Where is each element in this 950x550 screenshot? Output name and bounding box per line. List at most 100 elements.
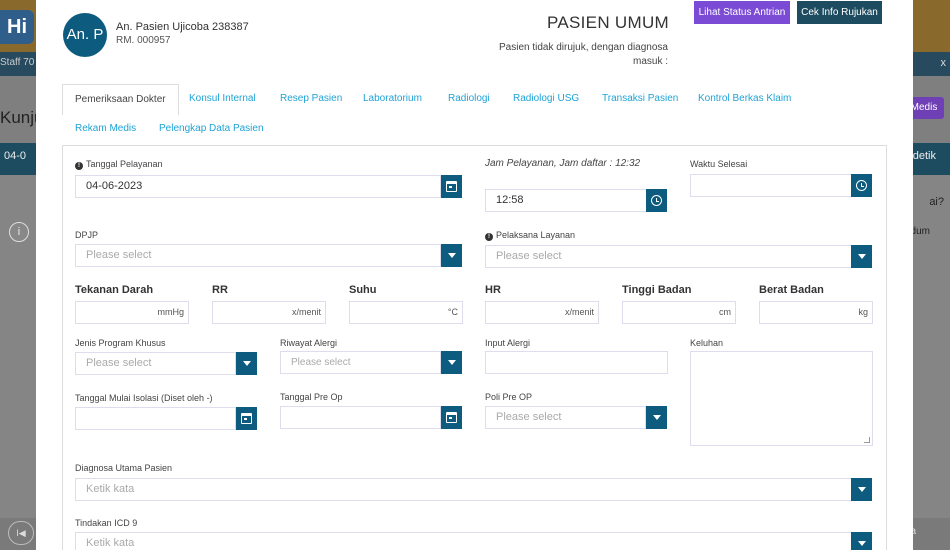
tab-transaksi-pasien[interactable]: Transaksi Pasien: [602, 93, 679, 104]
info-icon: !: [485, 233, 493, 241]
riwayat-alergi-placeholder: Please select: [291, 357, 351, 368]
jenis-program-placeholder: Please select: [86, 357, 152, 369]
jenis-program-label: Jenis Program Khusus: [75, 338, 166, 348]
info-icon: !: [75, 162, 83, 170]
tanggal-pelayanan-label-text: Tanggal Pelayanan: [86, 159, 163, 169]
background-footer-text: a: [910, 526, 916, 537]
tab-radiologi-usg[interactable]: Radiologi USG: [513, 93, 580, 104]
background-text-2: dum: [910, 226, 930, 237]
jam-pelayanan-label: Jam Pelayanan, Jam daftar : 12:32: [485, 158, 641, 169]
patient-name: An. Pasien Ujicoba 238387: [116, 21, 249, 33]
poli-pre-op-placeholder: Please select: [496, 411, 562, 423]
tanggal-isolasi-label: Tanggal Mulai Isolasi (Diset oleh -): [75, 393, 213, 403]
chevron-down-icon[interactable]: [236, 352, 257, 375]
chevron-down-icon[interactable]: [851, 532, 872, 550]
waktu-selesai-input[interactable]: [690, 174, 852, 197]
app-logo: Hi: [0, 10, 34, 44]
tindakan-placeholder: Ketik kata: [86, 537, 135, 549]
info-rujukan-button[interactable]: Cek Info Rujukan: [797, 1, 882, 24]
tindakan-label: Tindakan ICD 9: [75, 518, 138, 528]
poli-pre-op-select[interactable]: Please select: [485, 406, 646, 429]
tab-radiologi[interactable]: Radiologi: [448, 93, 490, 104]
diagnosa-label: Diagnosa Utama Pasien: [75, 463, 173, 473]
jam-pelayanan-value: 12:58: [496, 194, 524, 206]
patient-note: Pasien tidak dirujuk, dengan diagnosa ma…: [498, 42, 668, 67]
tinggi-badan-label: Tinggi Badan: [622, 284, 692, 296]
dpjp-label: DPJP: [75, 230, 99, 240]
suhu-label: Suhu: [349, 284, 377, 296]
pelaksana-select[interactable]: Please select: [485, 245, 852, 268]
clock-icon[interactable]: [646, 189, 667, 212]
resize-handle[interactable]: [864, 437, 870, 443]
berat-badan-unit: kg: [858, 307, 868, 317]
hr-unit: x/menit: [564, 307, 594, 317]
tekanan-darah-input[interactable]: mmHg: [75, 301, 189, 324]
patient-rm: RM. 000957: [116, 35, 171, 46]
chevron-down-icon[interactable]: [851, 245, 872, 268]
waktu-selesai-label: Waktu Selesai: [690, 159, 748, 169]
tab-kontrol-berkas-klaim[interactable]: Kontrol Berkas Klaim: [698, 93, 792, 104]
keluhan-textarea[interactable]: [690, 351, 873, 446]
rr-label: RR: [212, 284, 228, 296]
background-detik: detik: [912, 150, 936, 162]
input-alergi-label: Input Alergi: [485, 338, 531, 348]
berat-badan-label: Berat Badan: [759, 284, 824, 296]
pagination-first-button: I◀: [8, 521, 34, 545]
avatar: An. P: [63, 13, 107, 57]
keluhan-label: Keluhan: [690, 338, 724, 348]
diagnosa-input[interactable]: Ketik kata: [75, 478, 852, 501]
medis-button: Medis: [904, 97, 944, 119]
info-icon: i: [9, 222, 29, 242]
background-date: 04-0: [4, 150, 27, 162]
tinggi-badan-input[interactable]: cm: [622, 301, 736, 324]
tanggal-pelayanan-input[interactable]: 04-06-2023: [75, 175, 441, 198]
hr-input[interactable]: x/menit: [485, 301, 599, 324]
tab-rekam-medis[interactable]: Rekam Medis: [75, 123, 137, 134]
suhu-unit: °C: [447, 307, 458, 317]
tanggal-pelayanan-label: !Tanggal Pelayanan: [75, 159, 163, 170]
calendar-icon[interactable]: [441, 175, 462, 198]
chevron-down-icon[interactable]: [441, 351, 462, 374]
clock-icon[interactable]: [851, 174, 872, 197]
input-alergi-field[interactable]: [485, 351, 668, 374]
riwayat-alergi-select[interactable]: Please select: [280, 351, 441, 374]
tanggal-isolasi-input[interactable]: [75, 407, 236, 430]
chevron-down-icon[interactable]: [646, 406, 667, 429]
pelaksana-placeholder: Please select: [496, 250, 562, 262]
patient-type: PASIEN UMUM: [547, 13, 669, 32]
form-panel: !Tanggal Pelayanan 04-06-2023 Jam Pelaya…: [62, 145, 887, 550]
rr-input[interactable]: x/menit: [212, 301, 326, 324]
riwayat-alergi-label: Riwayat Alergi: [280, 338, 338, 348]
tekanan-darah-unit: mmHg: [157, 307, 185, 317]
dpjp-select[interactable]: Please select: [75, 244, 441, 267]
tinggi-badan-unit: cm: [719, 307, 731, 317]
tab-konsul-internal[interactable]: Konsul Internal: [189, 93, 256, 104]
tanggal-pre-op-input[interactable]: [280, 406, 441, 429]
tindakan-input[interactable]: Ketik kata: [75, 532, 852, 550]
diagnosa-placeholder: Ketik kata: [86, 483, 135, 495]
tab-pelengkap-data-pasien[interactable]: Pelengkap Data Pasien: [159, 123, 264, 134]
pelaksana-label-text: Pelaksana Layanan: [496, 230, 576, 240]
tekanan-darah-label: Tekanan Darah: [75, 284, 154, 296]
staff-label: Staff 70: [0, 57, 35, 68]
pelaksana-label: !Pelaksana Layanan: [485, 230, 575, 241]
dpjp-placeholder: Please select: [86, 249, 152, 261]
calendar-icon[interactable]: [236, 407, 257, 430]
suhu-input[interactable]: °C: [349, 301, 463, 324]
tab-resep-pasien[interactable]: Resep Pasien: [280, 93, 343, 104]
jenis-program-select[interactable]: Please select: [75, 352, 236, 375]
hr-label: HR: [485, 284, 501, 296]
rr-unit: x/menit: [291, 307, 321, 317]
berat-badan-input[interactable]: kg: [759, 301, 873, 324]
tanggal-pre-op-label: Tanggal Pre Op: [280, 392, 343, 402]
chevron-down-icon[interactable]: [441, 244, 462, 267]
background-text: ai?: [929, 196, 944, 208]
tab-pemeriksaan-dokter[interactable]: Pemeriksaan Dokter: [62, 84, 179, 115]
calendar-icon[interactable]: [441, 406, 462, 429]
patient-modal: An. P An. Pasien Ujicoba 238387 RM. 0009…: [36, 0, 913, 550]
page-title: Kunju: [0, 108, 44, 127]
jam-pelayanan-input[interactable]: 12:58: [485, 189, 647, 212]
chevron-down-icon[interactable]: [851, 478, 872, 501]
tab-laboratorium[interactable]: Laboratorium: [363, 93, 422, 104]
status-antrian-button[interactable]: Lihat Status Antrian: [694, 1, 790, 24]
